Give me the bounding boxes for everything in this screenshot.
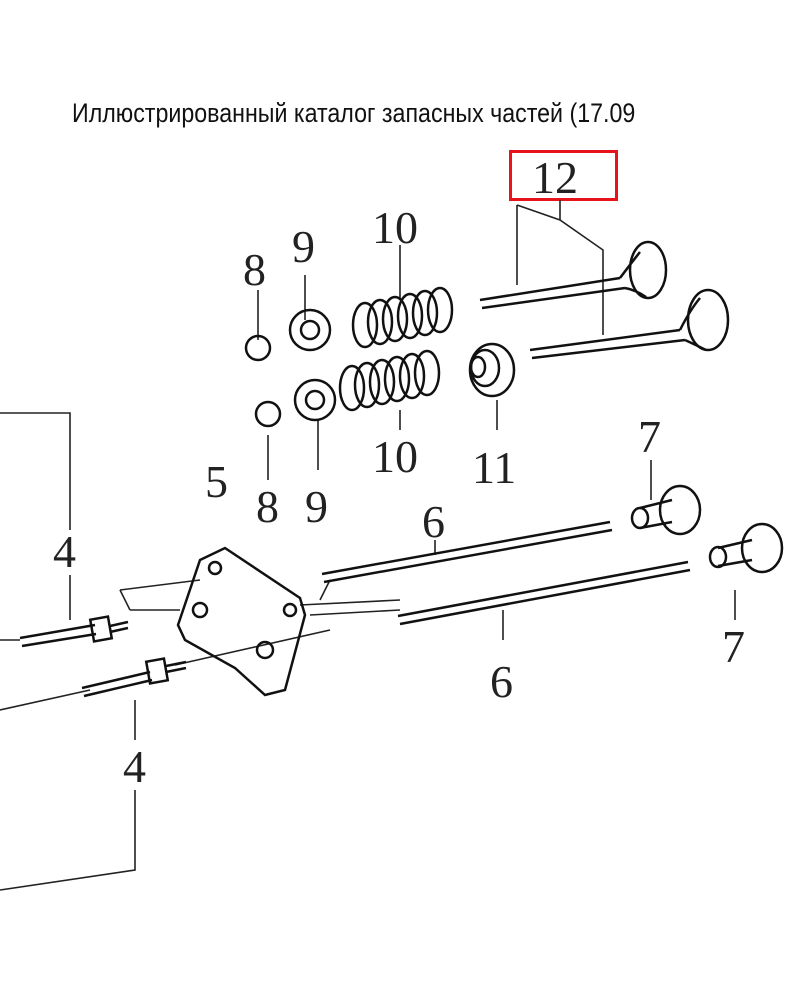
catalog-title: Иллюстрированный каталог запасных частей… [72,98,636,128]
callout-9-top: 9 [292,221,315,272]
valve-stem-seal-part-11 [468,342,516,398]
callout-6-top: 6 [422,496,445,547]
bracket-plate-part-5 [176,546,307,697]
valve-spring-part-10 [338,286,454,412]
callout-8-top: 8 [243,244,266,295]
leader-lines [0,200,736,891]
callout-8-bottom: 8 [256,481,279,532]
callout-12: 12 [532,152,578,203]
highlight-box-part-12 [509,150,618,201]
tappet-part-7 [630,484,784,574]
callout-10-bottom: 10 [372,431,418,482]
callout-4-bottom: 4 [123,741,146,792]
callout-labels: 12 10 9 8 10 11 8 9 5 6 7 4 7 6 4 [53,152,745,792]
callout-5: 5 [205,456,228,507]
callout-10-top: 10 [372,202,418,253]
bolt-part-4 [19,615,187,698]
valve-part-12 [479,240,730,360]
valve-keeper-part-8 [244,334,282,428]
callout-9-bottom: 9 [305,481,328,532]
pushrod-part-6 [321,520,691,626]
spring-retainer-part-9 [288,308,337,422]
callout-7-top: 7 [638,411,661,462]
callout-6-bottom: 6 [490,656,513,707]
callout-11: 11 [472,442,516,493]
callout-4-top: 4 [53,526,76,577]
callout-7-bottom: 7 [722,621,745,672]
